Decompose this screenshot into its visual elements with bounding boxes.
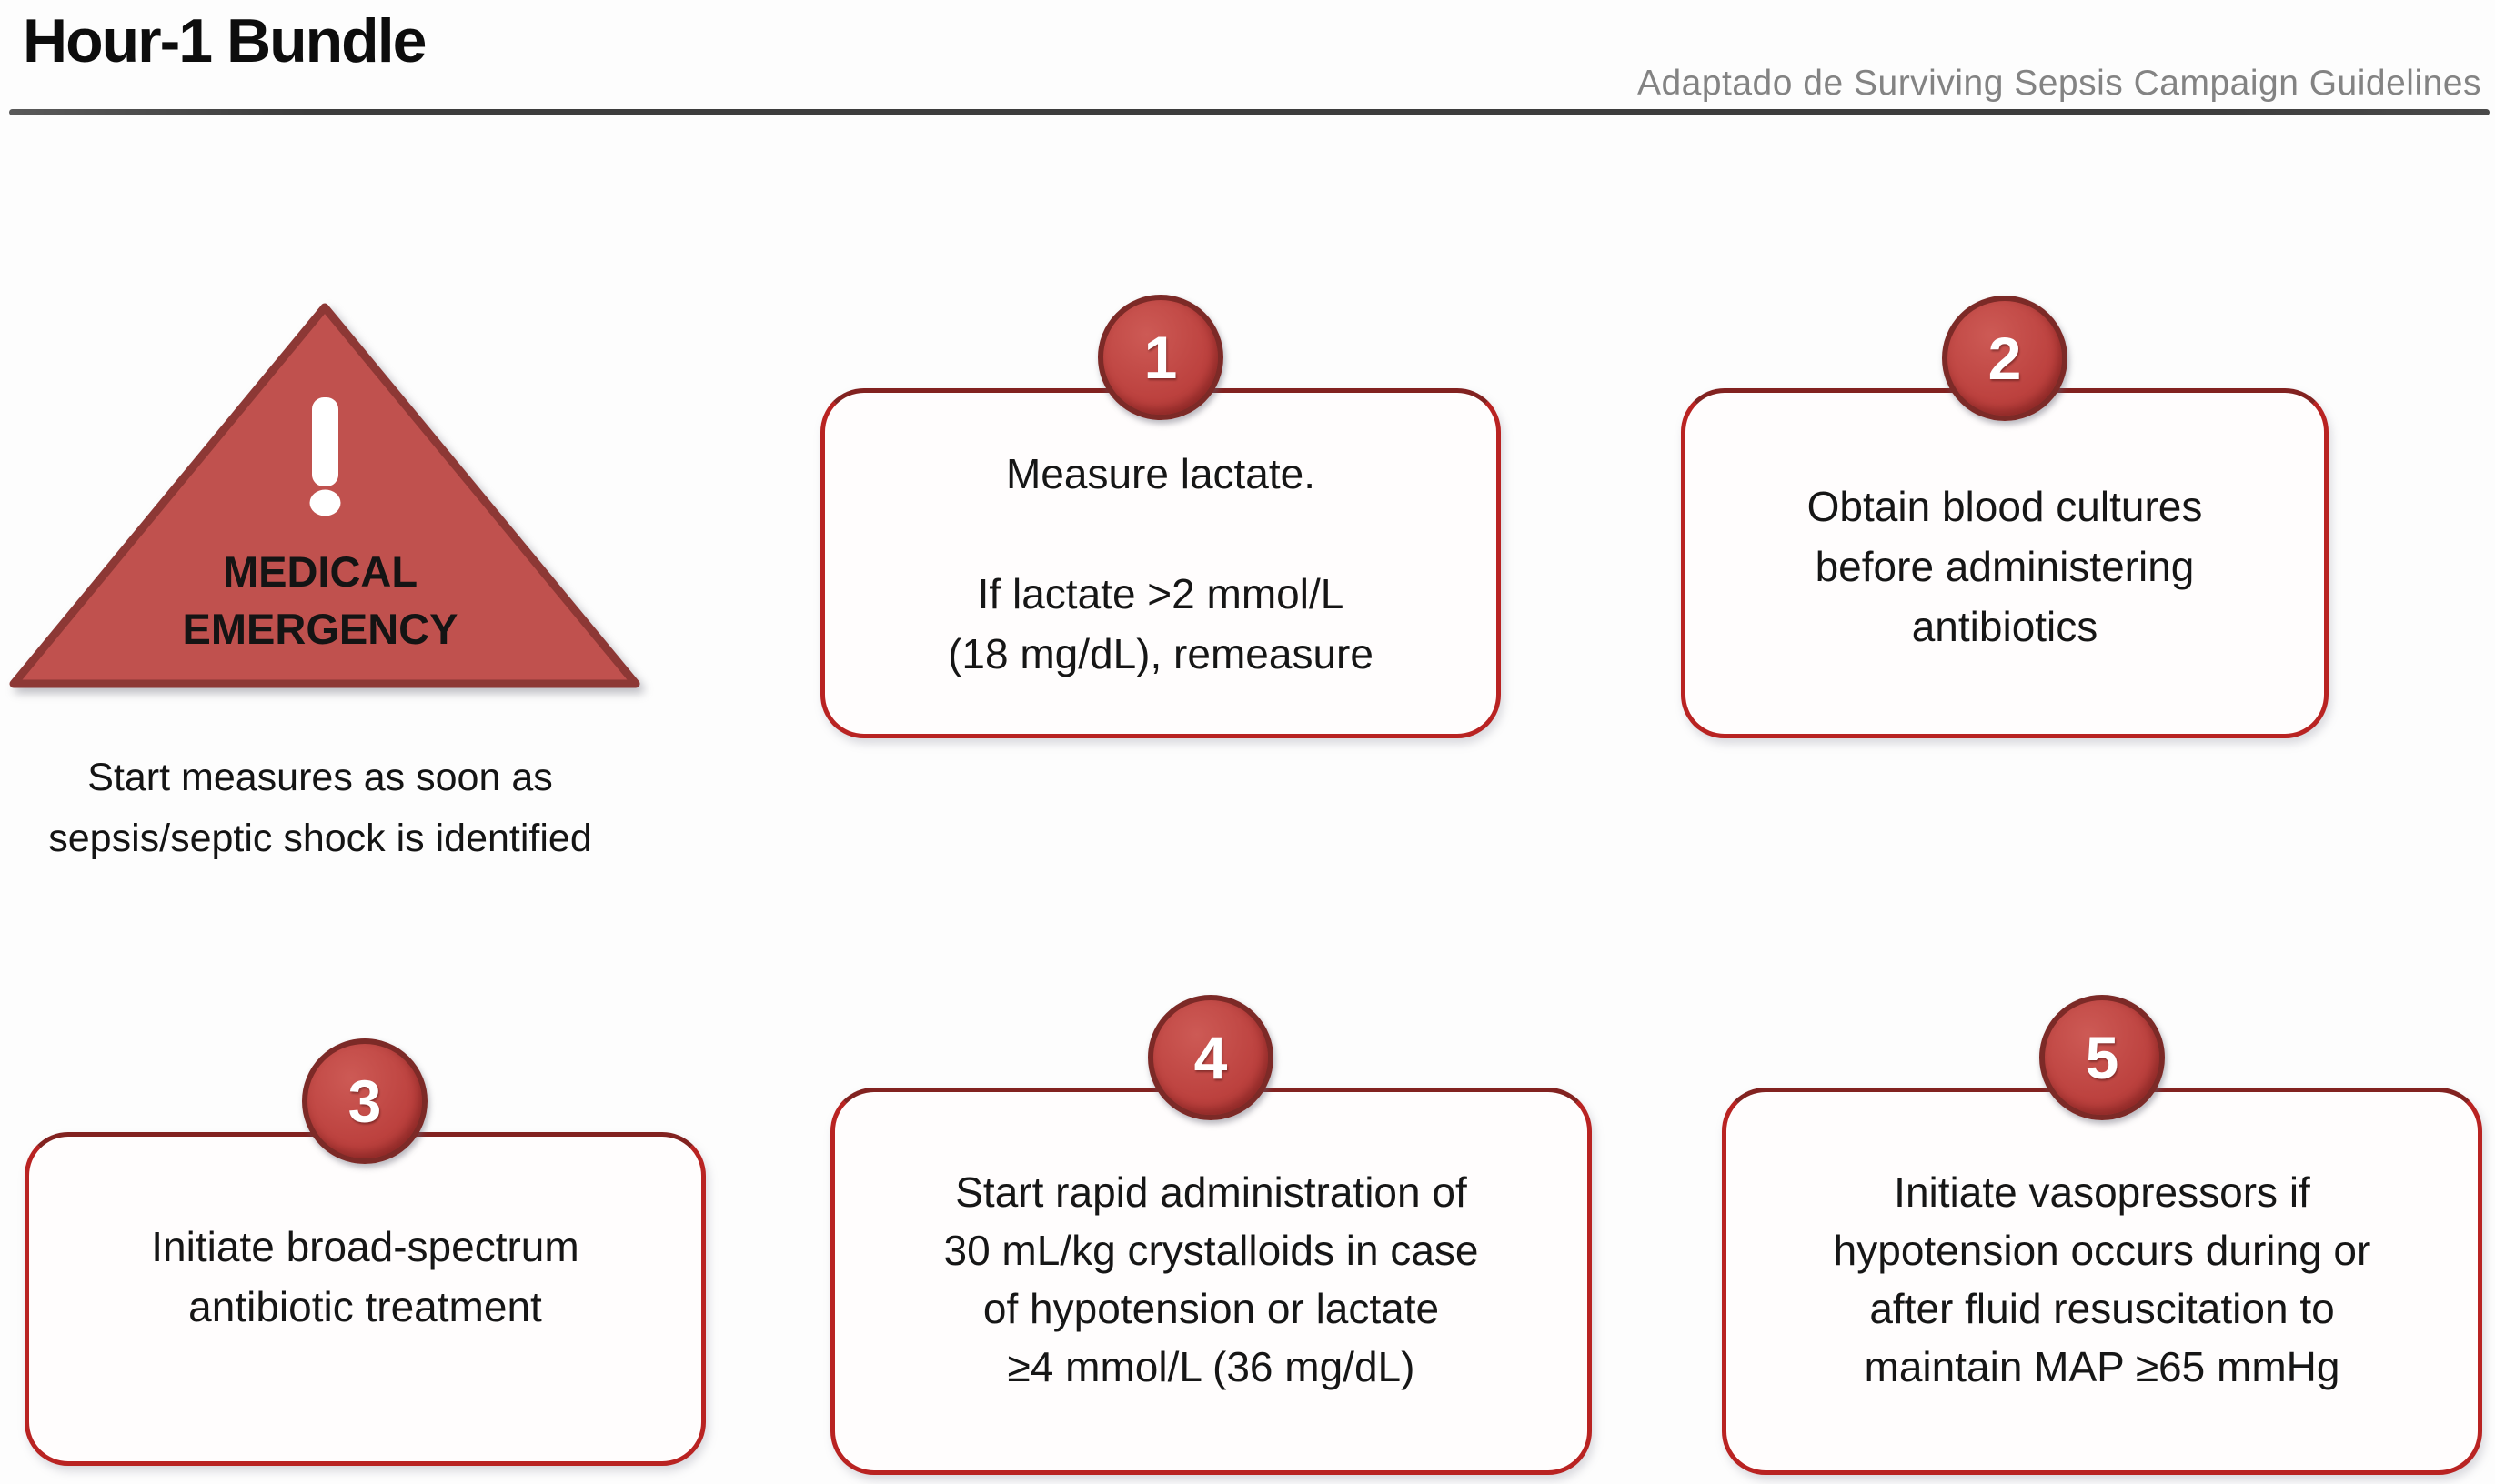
step-card-3: Initiate broad-spectrum antibiotic treatm…: [25, 1132, 706, 1466]
text-line: Measure lactate.: [1005, 450, 1316, 497]
warning-triangle-icon: [9, 303, 640, 688]
step-card-1: Measure lactate. If lactate >2 mmol/L (18 …: [820, 388, 1501, 738]
page-title: Hour-1 Bundle: [23, 6, 427, 75]
text-line: [848, 504, 1474, 564]
step-card-5-text: Initiate vasopressors if hypotension occu…: [1749, 1163, 2455, 1396]
text-line: (18 mg/dL), remeasure: [948, 630, 1373, 677]
text-line: before administering: [1815, 543, 2195, 590]
step-number-badge-2: 2: [1942, 296, 2067, 421]
text-line: Initiate vasopressors if: [1894, 1168, 2310, 1216]
step-card-4-text: Start rapid administration of 30 mL/kg cr…: [858, 1163, 1564, 1396]
triangle-caption: Start measures as soon as sepsis/septic s…: [0, 747, 666, 869]
medical-emergency-label: MEDICAL EMERGENCY: [47, 543, 593, 657]
step-number-badge-5: 5: [2039, 995, 2165, 1120]
step-number: 4: [1193, 1024, 1228, 1091]
text-line: If lactate >2 mmol/L: [977, 570, 1344, 617]
text-line: ≥4 mmol/L (36 mg/dL): [1007, 1343, 1415, 1390]
step-number-badge-3: 3: [302, 1038, 428, 1164]
text-line: sepsis/septic shock is identified: [48, 817, 592, 860]
text-line: antibiotics: [1911, 603, 2098, 650]
text-line: after fluid resuscitation to: [1869, 1285, 2335, 1332]
step-number: 5: [2085, 1024, 2119, 1091]
step-number: 3: [347, 1068, 382, 1135]
attribution-text: Adaptado de Surviving Sepsis Campaign Gu…: [1636, 64, 2481, 103]
text-line: 30 mL/kg crystalloids in case: [943, 1227, 1479, 1274]
text-line: Initiate broad-spectrum: [151, 1223, 579, 1270]
header-divider: [9, 109, 2490, 115]
text-line: of hypotension or lactate: [982, 1285, 1440, 1332]
step-card-2: Obtain blood cultures before administerin…: [1681, 388, 2329, 738]
text-line: Obtain blood cultures: [1806, 483, 2203, 530]
step-card-1-text: Measure lactate. If lactate >2 mmol/L (18 …: [848, 444, 1474, 684]
text-line: EMERGENCY: [182, 605, 458, 653]
step-number-badge-4: 4: [1148, 995, 1273, 1120]
step-card-2-text: Obtain blood cultures before administerin…: [1708, 476, 2301, 657]
text-line: antibiotic treatment: [188, 1283, 542, 1330]
text-line: Start rapid administration of: [955, 1168, 1467, 1216]
step-card-3-text: Initiate broad-spectrum antibiotic treatm…: [52, 1217, 679, 1337]
step-number-badge-1: 1: [1098, 295, 1223, 420]
step-number: 2: [1987, 325, 2022, 392]
step-card-5: Initiate vasopressors if hypotension occu…: [1722, 1088, 2482, 1475]
text-line: maintain MAP ≥65 mmHg: [1864, 1343, 2340, 1390]
text-line: hypotension occurs during or: [1833, 1227, 2371, 1274]
step-card-4: Start rapid administration of 30 mL/kg cr…: [830, 1088, 1592, 1475]
step-number: 1: [1143, 324, 1178, 391]
exclamation-icon: [309, 397, 341, 516]
text-line: Start measures as soon as: [87, 756, 553, 799]
text-line: MEDICAL: [222, 547, 418, 596]
